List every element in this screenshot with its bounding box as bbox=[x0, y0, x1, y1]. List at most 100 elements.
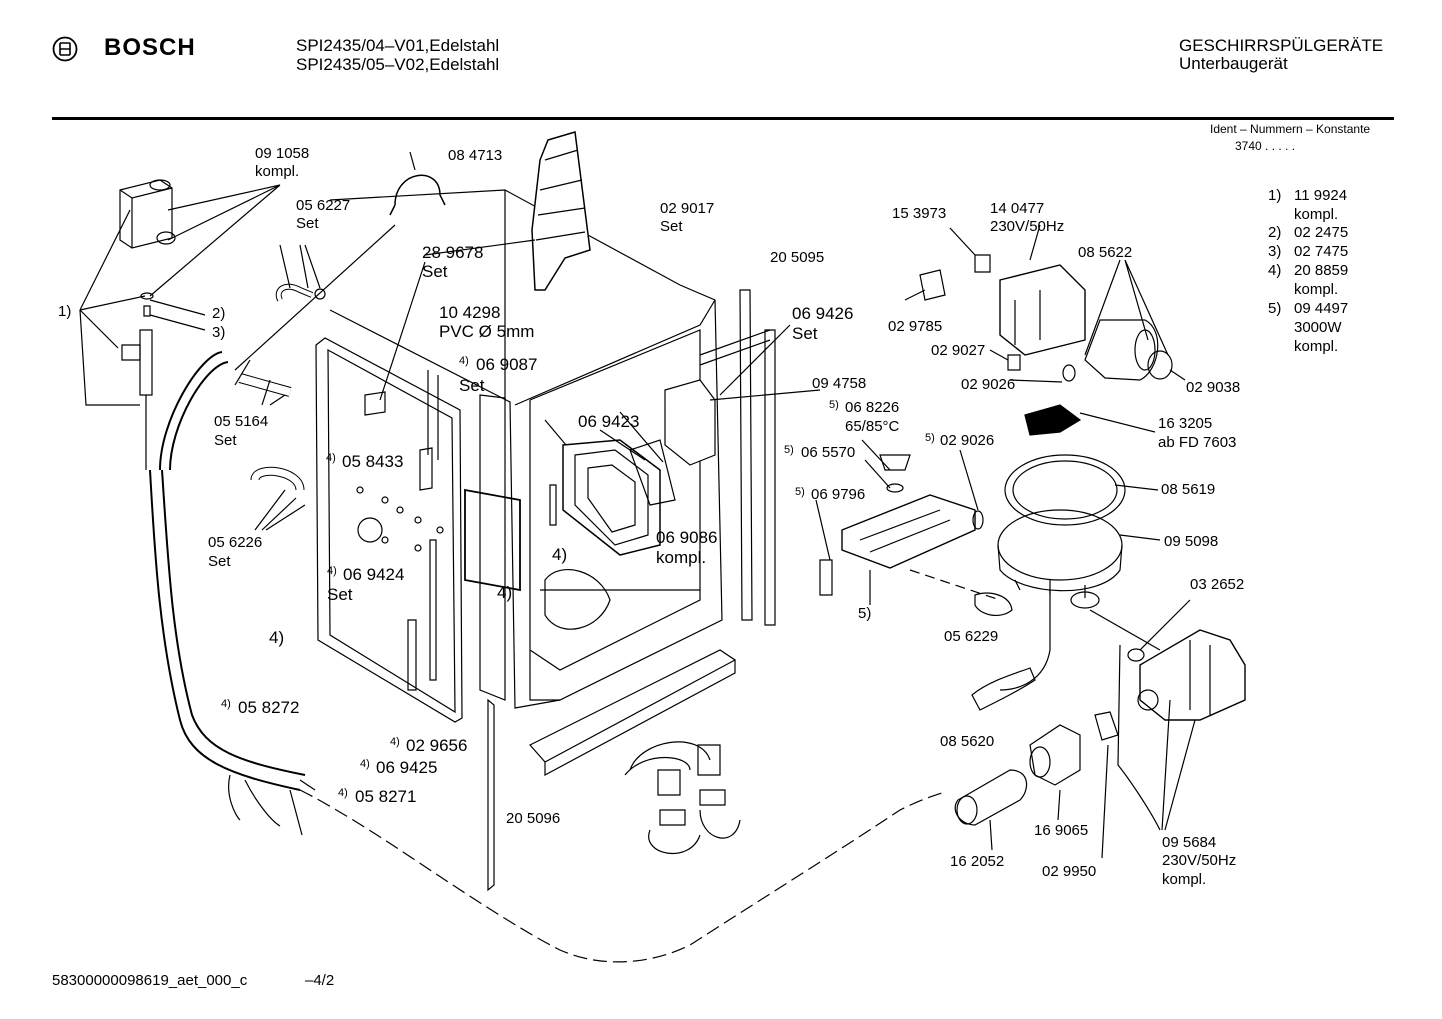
label-091058: 09 1058 bbox=[255, 145, 310, 162]
legend-key-2: 2) bbox=[1268, 224, 1282, 241]
detergent-dispenser-part bbox=[562, 379, 716, 556]
legend-text-5c: kompl. bbox=[1294, 338, 1339, 355]
callout-2: 2) bbox=[212, 305, 226, 322]
model-line-1: SPI2435/04–V01,Edelstahl bbox=[296, 36, 500, 55]
label-069796: 06 9796 bbox=[811, 486, 866, 503]
label-095098: 09 5098 bbox=[1164, 533, 1219, 550]
label-069086: 06 9086 bbox=[656, 528, 718, 547]
ident-value: 3740 . . . . . bbox=[1235, 139, 1296, 153]
label-058433: 05 8433 bbox=[342, 452, 404, 471]
bosch-logo-icon bbox=[52, 36, 78, 62]
label-056229: 05 6229 bbox=[944, 628, 999, 645]
label-085619: 08 5619 bbox=[1161, 481, 1216, 498]
label-069087-set: Set bbox=[459, 376, 485, 395]
sup-069424: 4) bbox=[327, 565, 337, 577]
label-069425: 06 9425 bbox=[376, 758, 438, 777]
label-068226-temp: 65/85°C bbox=[845, 418, 900, 435]
callout-3: 3) bbox=[212, 324, 226, 341]
document-id: 58300000098619_aet_000_c bbox=[52, 972, 248, 989]
label-104298-pvc: PVC Ø 5mm bbox=[439, 322, 535, 341]
legend-text-2: 02 2475 bbox=[1294, 224, 1349, 241]
label-056226-set: Set bbox=[208, 553, 231, 570]
cable-harness-part bbox=[624, 741, 741, 855]
pump-motor-part bbox=[919, 254, 1173, 382]
label-032652: 03 2652 bbox=[1190, 576, 1245, 593]
callout-4-frame: 4) bbox=[497, 583, 513, 602]
label-068226: 06 8226 bbox=[845, 399, 900, 416]
header-rule bbox=[52, 117, 1394, 120]
label-095684-kompl: kompl. bbox=[1162, 871, 1207, 888]
label-069424-set: Set bbox=[327, 585, 353, 604]
label-162052: 16 2052 bbox=[950, 853, 1005, 870]
label-029026b: 02 9026 bbox=[961, 376, 1016, 393]
brand-name: BOSCH bbox=[104, 34, 196, 61]
callout-1: 1) bbox=[58, 303, 72, 320]
label-056227: 05 6227 bbox=[296, 197, 351, 214]
label-085622: 08 5622 bbox=[1078, 244, 1133, 261]
drain-pump-part bbox=[1127, 629, 1246, 721]
page-number: –4/2 bbox=[305, 972, 335, 989]
sup-069087: 4) bbox=[459, 355, 469, 367]
sup-069425: 4) bbox=[360, 758, 370, 770]
legend-text-5: 09 4497 bbox=[1294, 300, 1349, 317]
legend-key-3: 3) bbox=[1268, 243, 1282, 260]
label-094758: 09 4758 bbox=[812, 375, 867, 392]
model-line-2: SPI2435/05–V02,Edelstahl bbox=[296, 55, 500, 74]
label-163205: 16 3205 bbox=[1158, 415, 1213, 432]
legend-text-4: 20 8859 bbox=[1294, 262, 1349, 279]
legend-key-5: 5) bbox=[1268, 300, 1282, 317]
label-056227-set: Set bbox=[296, 215, 319, 232]
label-055164: 05 5164 bbox=[214, 413, 269, 430]
label-029017-set: Set bbox=[660, 218, 683, 235]
legend-text-3: 02 7475 bbox=[1294, 243, 1349, 260]
label-205096: 20 5096 bbox=[506, 810, 561, 827]
label-069423: 06 9423 bbox=[578, 412, 640, 431]
label-289678: 28 9678 bbox=[422, 243, 484, 262]
sup-058272: 4) bbox=[221, 698, 231, 710]
callout-5: 5) bbox=[858, 605, 872, 622]
sump-part bbox=[997, 404, 1126, 609]
side-panel-part bbox=[315, 337, 463, 723]
label-029026a: 02 9026 bbox=[940, 432, 995, 449]
label-084713: 08 4713 bbox=[448, 147, 503, 164]
sup-029026a: 5) bbox=[925, 432, 935, 444]
label-029950: 02 9950 bbox=[1042, 863, 1097, 880]
label-205095: 20 5095 bbox=[770, 249, 825, 266]
sup-058433: 4) bbox=[326, 452, 336, 464]
category-line-2: Unterbaugerät bbox=[1179, 54, 1288, 73]
label-029785: 02 9785 bbox=[888, 318, 943, 335]
category-line-1: GESCHIRRSPÜLGERÄTE bbox=[1179, 36, 1384, 55]
label-029017: 02 9017 bbox=[660, 200, 715, 217]
sup-058271: 4) bbox=[338, 787, 348, 799]
label-058271: 05 8271 bbox=[355, 787, 417, 806]
sup-029656: 4) bbox=[390, 736, 400, 748]
label-169065: 16 9065 bbox=[1034, 822, 1089, 839]
label-029656: 02 9656 bbox=[406, 736, 468, 755]
label-065570: 06 5570 bbox=[801, 444, 856, 461]
label-085620: 08 5620 bbox=[940, 733, 995, 750]
inlet-hose bbox=[149, 469, 301, 791]
legend-text-5b: 3000W bbox=[1294, 319, 1342, 336]
label-056226: 05 6226 bbox=[208, 534, 263, 551]
heater-part bbox=[819, 454, 984, 596]
legend-text-4b: kompl. bbox=[1294, 281, 1339, 298]
legend-key-4: 4) bbox=[1268, 262, 1282, 279]
label-289678-set: Set bbox=[422, 262, 448, 281]
ident-label: Ident – Nummern – Konstante bbox=[1210, 122, 1371, 136]
label-069086-kompl: kompl. bbox=[656, 548, 707, 567]
label-095684: 09 5684 bbox=[1162, 834, 1217, 851]
label-069426-set: Set bbox=[792, 324, 818, 343]
sup-069796: 5) bbox=[795, 486, 805, 498]
label-140477: 14 0477 bbox=[990, 200, 1045, 217]
label-095684-volt: 230V/50Hz bbox=[1162, 852, 1237, 869]
sup-065570: 5) bbox=[784, 444, 794, 456]
label-163205-fd: ab FD 7603 bbox=[1158, 434, 1237, 451]
inlet-valve-part bbox=[119, 179, 229, 471]
label-029027: 02 9027 bbox=[931, 342, 986, 359]
label-153973: 15 3973 bbox=[892, 205, 947, 222]
label-091058-kompl: kompl. bbox=[255, 163, 300, 180]
label-104298: 10 4298 bbox=[439, 303, 501, 322]
legend-text-1: 11 9924 bbox=[1294, 187, 1348, 204]
callout-4-panel: 4) bbox=[269, 628, 285, 647]
label-069424: 06 9424 bbox=[343, 565, 405, 584]
